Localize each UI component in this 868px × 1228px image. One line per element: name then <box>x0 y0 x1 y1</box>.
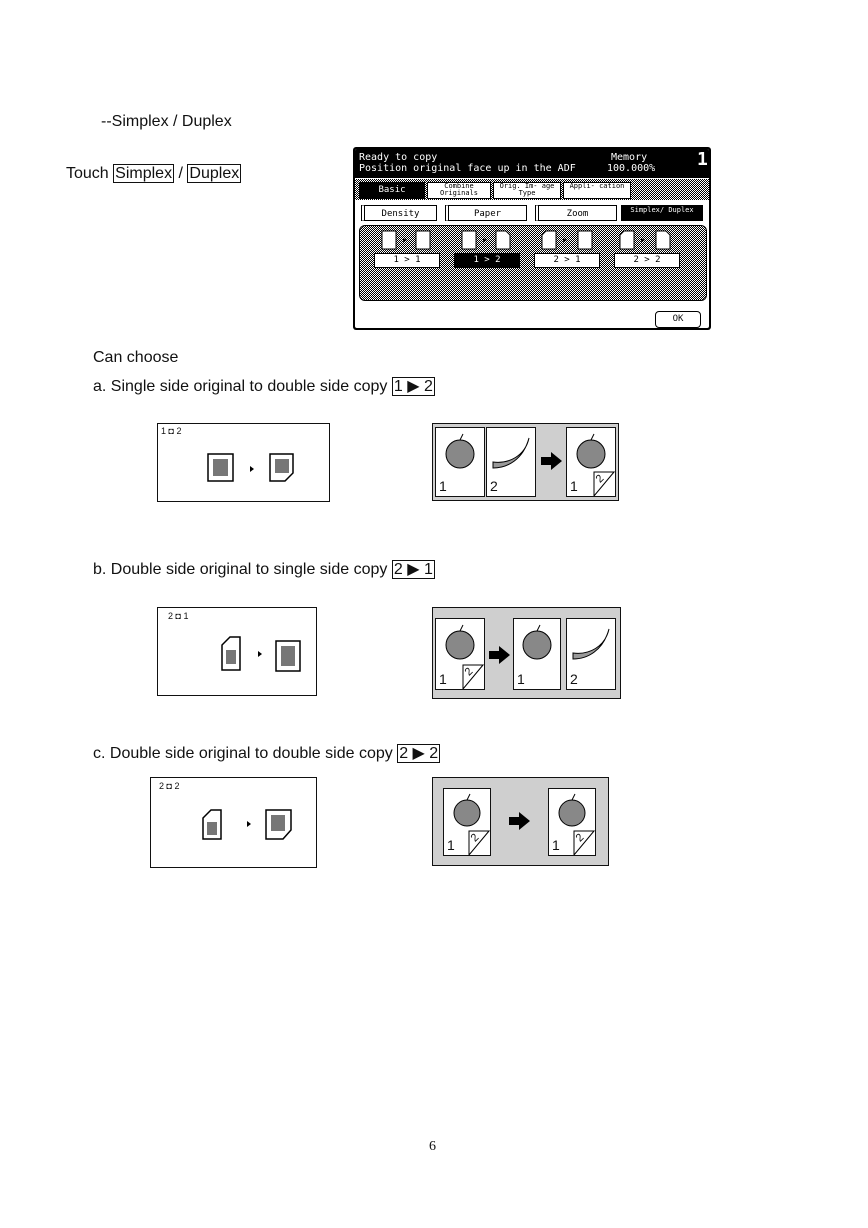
section-title: --Simplex / Duplex <box>101 113 232 130</box>
status-line-2: Position original face up in the ADF <box>359 163 576 174</box>
copier-panel: Ready to copy Position original face up … <box>353 147 711 330</box>
tab-combine-originals[interactable]: Combine Originals <box>427 182 491 199</box>
simplex-to-duplex-icon <box>207 453 294 482</box>
apple-page-curl-icon <box>453 793 491 857</box>
section-b-text: b. Double side original to single side c… <box>93 561 388 578</box>
main-tab-row: Basic Combine Originals Orig. Im- age Ty… <box>355 179 709 200</box>
section-a-text: a. Single side original to double side c… <box>93 378 388 395</box>
copy-sheet-2: 2 <box>566 618 616 690</box>
section-c-icon-label: 2 ◘ 2 <box>159 781 180 791</box>
option-1-to-2[interactable]: 1 > 2 <box>454 253 520 268</box>
section-c-text: c. Double side original to double side c… <box>93 745 393 762</box>
section-c-line: c. Double side original to double side c… <box>93 743 441 763</box>
copy-count: 1 <box>697 149 708 170</box>
banana-icon <box>492 437 530 469</box>
instruction-line: Touch Simplex / Duplex <box>66 164 242 183</box>
memory-value: 100.000% <box>607 163 656 174</box>
section-b-code: 2 ▶ 1 <box>391 560 435 579</box>
apple-page-curl-icon <box>445 624 485 691</box>
section-a-icon-box: 1 ◘ 2 <box>157 423 330 502</box>
simplex-button-label: Simplex <box>113 164 175 183</box>
duplex-button-label: Duplex <box>187 164 242 183</box>
tab-application[interactable]: Appli- cation <box>563 182 631 199</box>
option-1-to-1[interactable]: 1 > 1 <box>374 253 440 268</box>
status-bar: Ready to copy Position original face up … <box>355 149 709 178</box>
section-b-icon-label: 2 ◘ 1 <box>168 611 189 621</box>
original-sheet-duplex: 1 2 <box>443 788 491 857</box>
apple-page-curl-icon <box>576 433 616 498</box>
sub-tab-row: Density Paper Zoom Simplex/ Duplex <box>359 202 705 224</box>
arrow-right-icon <box>541 452 562 470</box>
section-a-code: 1 ▶ 2 <box>391 377 435 396</box>
banana-icon <box>572 628 610 660</box>
section-b-line: b. Double side original to single side c… <box>93 559 435 579</box>
status-line-1: Ready to copy <box>359 152 438 163</box>
section-a-icon-label: 1 ◘ 2 <box>161 426 182 436</box>
tab-basic[interactable]: Basic <box>359 182 425 199</box>
section-b-illustration: 1 2 1 2 <box>432 607 621 699</box>
instruction-prefix: Touch <box>66 165 109 182</box>
tab-density[interactable]: Density <box>361 205 437 221</box>
original-sheet-duplex: 1 2 <box>435 618 485 691</box>
arrow-right-icon <box>489 646 510 664</box>
memory-label: Memory <box>611 152 648 163</box>
duplex-options-area: 1 > 1 1 > 2 2 > 1 2 > 2 <box>359 225 707 301</box>
section-a-line: a. Single side original to double side c… <box>93 376 435 396</box>
intro-text: Can choose <box>93 349 179 366</box>
copy-sheet-duplex: 1 2 <box>566 427 616 498</box>
duplex-to-duplex-icon <box>202 809 292 840</box>
tab-original-image-type[interactable]: Orig. Im- age Type <box>493 182 561 199</box>
duplex-to-simplex-icon <box>221 636 301 672</box>
section-c-code: 2 ▶ 2 <box>397 744 441 763</box>
tab-paper[interactable]: Paper <box>445 205 527 221</box>
option-2-to-1[interactable]: 2 > 1 <box>534 253 600 268</box>
section-c-illustration: 1 2 1 2 <box>432 777 609 866</box>
section-a-illustration: 1 2 1 2 <box>432 423 619 501</box>
tab-zoom[interactable]: Zoom <box>535 205 617 221</box>
apple-icon <box>445 433 475 469</box>
arrow-right-icon <box>509 812 530 830</box>
page-number: 6 <box>429 1139 436 1154</box>
duplex-option-icons <box>381 230 671 250</box>
instruction-separator: / <box>178 165 183 182</box>
option-2-to-2[interactable]: 2 > 2 <box>614 253 680 268</box>
copy-sheet-1: 1 <box>513 618 561 690</box>
section-c-icon-box: 2 ◘ 2 <box>150 777 317 868</box>
apple-icon <box>522 624 552 660</box>
original-sheet-2: 2 <box>486 427 536 497</box>
copy-sheet-duplex: 1 2 <box>548 788 596 857</box>
ok-button[interactable]: OK <box>655 311 701 328</box>
original-sheet-1: 1 <box>435 427 485 497</box>
section-b-icon-box: 2 ◘ 1 <box>157 607 317 696</box>
tab-simplex-duplex[interactable]: Simplex/ Duplex <box>621 205 703 221</box>
apple-page-curl-icon <box>558 793 596 857</box>
